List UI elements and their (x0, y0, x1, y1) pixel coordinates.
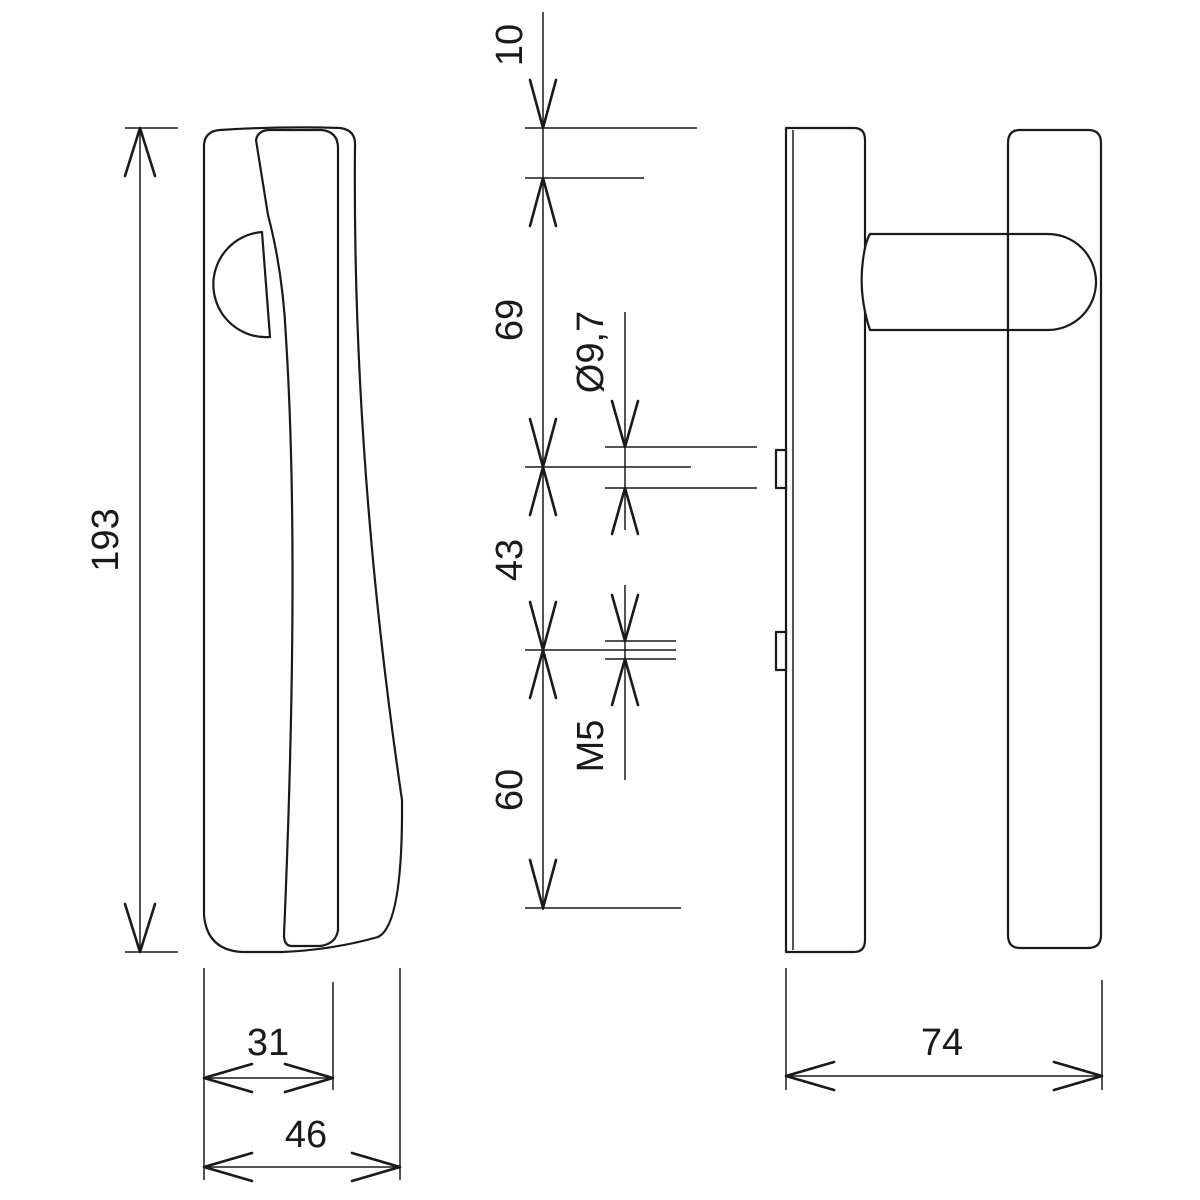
arrow-head (350, 1151, 402, 1183)
dim-thread: M5 (570, 585, 676, 780)
front-view (202, 126, 404, 954)
arrow-head (1052, 1060, 1104, 1092)
dim-label-31: 31 (247, 1022, 289, 1064)
dim-label-193: 193 (85, 508, 127, 571)
side-view (774, 126, 1103, 954)
dim-label-69: 69 (489, 299, 531, 341)
screw-lug (774, 630, 788, 672)
arrow-head (202, 1062, 254, 1094)
spindle-lug (774, 448, 788, 490)
dim-46: 46 (202, 968, 402, 1183)
arrow-head (528, 176, 558, 228)
dim-label-10: 10 (489, 24, 531, 66)
arrow-head (528, 858, 558, 910)
arrow-head (528, 78, 558, 130)
spindle-boss (212, 230, 272, 339)
dim-label-hole: Ø9,7 (570, 311, 612, 393)
arrow-head (610, 593, 640, 643)
arrow-head (610, 486, 640, 536)
dim-label-46: 46 (285, 1114, 327, 1156)
dim-label-thread: M5 (570, 720, 612, 773)
dim-label-74: 74 (921, 1022, 963, 1064)
arrow-head (123, 126, 157, 178)
arrow-head (528, 465, 558, 517)
dim-74: 74 (784, 968, 1104, 1092)
arrow-head (283, 1062, 335, 1094)
arrow-head (610, 657, 640, 707)
arrow-head (202, 1151, 254, 1183)
lever-grip (1006, 128, 1103, 950)
arrow-head (123, 902, 157, 954)
dim-hole-diameter: Ø9,7 (570, 311, 757, 536)
arrow-head (784, 1060, 836, 1092)
dim-label-43: 43 (489, 539, 531, 581)
lever-face (254, 128, 340, 948)
dim-label-60: 60 (489, 769, 531, 811)
arrow-head (528, 648, 558, 700)
arrow-head (610, 399, 640, 449)
dim-chain: 10 69 43 60 (489, 12, 697, 910)
lever-neck-overlap (1006, 232, 1098, 332)
dim-31: 31 (202, 968, 335, 1180)
dim-193: 193 (85, 126, 178, 954)
side-rosette (784, 126, 867, 954)
